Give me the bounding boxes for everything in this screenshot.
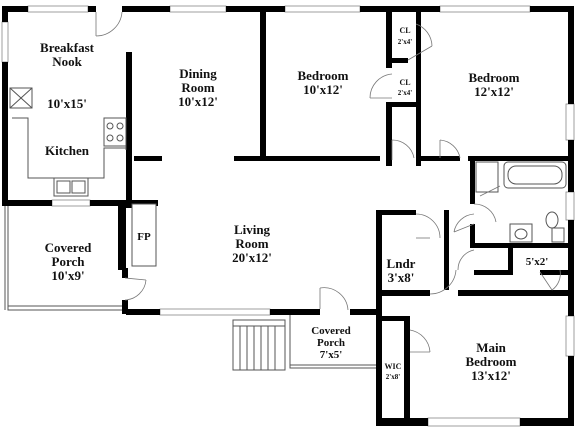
wic-label: WIC — [385, 362, 402, 371]
covered-porch-2-label-1: Covered — [311, 325, 351, 337]
bath-fixtures — [475, 161, 567, 243]
dining-room-dims: 10'x12' — [178, 94, 218, 109]
window-bedroom2-top — [439, 5, 531, 13]
covered-porch-2-label-2: Porch — [317, 337, 345, 349]
covered-porch-2-dims: 7'x5' — [320, 349, 343, 361]
window-dining-top — [169, 5, 227, 13]
wic-dims: 2'x8' — [386, 373, 400, 381]
laundry-dims: 3'x8' — [388, 270, 415, 285]
bathtub — [503, 161, 567, 189]
breakfast-nook-dims: 10'x15' — [47, 96, 87, 111]
cooktop — [103, 117, 127, 147]
breakfast-nook-label-1: Breakfast — [40, 40, 95, 55]
living-room-label-2: Room — [235, 236, 268, 251]
small-bath-dims: 5'x2' — [526, 256, 549, 268]
window-bedroom1-top — [284, 5, 361, 13]
breakfast-nook-label-2: Nook — [52, 54, 82, 69]
kitchen-label: Kitchen — [45, 143, 90, 158]
room-labels: Breakfast Nook 10'x15' Kitchen Dining Ro… — [40, 26, 548, 383]
covered-porch-1-label-2: Porch — [52, 254, 86, 269]
porch-outlines — [4, 206, 376, 369]
covered-porch-1-label-1: Covered — [45, 240, 92, 255]
closet-2-dims: 2'x4' — [398, 89, 412, 97]
window-bedroom2-right — [565, 103, 575, 141]
bedroom-2-label: Bedroom — [468, 70, 519, 85]
fireplace-label: FP — [137, 231, 151, 243]
toilet-tank — [551, 227, 565, 243]
window-main-bedroom-bottom — [427, 417, 521, 427]
dining-room-label-2: Room — [181, 80, 214, 95]
walls — [2, 6, 574, 426]
fireplace-hearth — [131, 203, 157, 267]
toilet-bowl — [545, 211, 559, 229]
bath-cabinet — [475, 161, 499, 193]
window-kitchen-bottom — [51, 199, 91, 207]
laundry-label: Lndr — [387, 256, 416, 271]
main-bedroom-label-1: Main — [476, 340, 506, 355]
window-main-bedroom-right — [565, 315, 575, 357]
porch-stairs — [232, 319, 286, 371]
window-nook-left — [1, 21, 9, 63]
kitchen-sink — [53, 177, 89, 197]
bath-vanity — [509, 223, 533, 243]
closet-1-dims: 2'x4' — [398, 38, 412, 46]
main-bedroom-dims: 13'x12' — [471, 368, 511, 383]
doors — [95, 11, 561, 353]
bedroom-1-dims: 10'x12' — [303, 82, 343, 97]
living-room-dims: 20'x12' — [232, 250, 272, 265]
kitchen-fixtures — [9, 87, 127, 197]
bedroom-2-dims: 12'x12' — [474, 84, 514, 99]
covered-porch-1-dims: 10'x9' — [51, 268, 84, 283]
window-nook-top — [27, 5, 89, 13]
dining-room-label-1: Dining — [179, 66, 217, 81]
bedroom-1-label: Bedroom — [297, 68, 348, 83]
closet-1-label: CL — [399, 26, 410, 35]
main-bedroom-label-2: Bedroom — [465, 354, 516, 369]
closet-2-label: CL — [399, 78, 410, 87]
window-bath-right — [565, 191, 575, 221]
living-room-label-1: Living — [234, 222, 271, 237]
window-living-bottom — [159, 308, 271, 316]
